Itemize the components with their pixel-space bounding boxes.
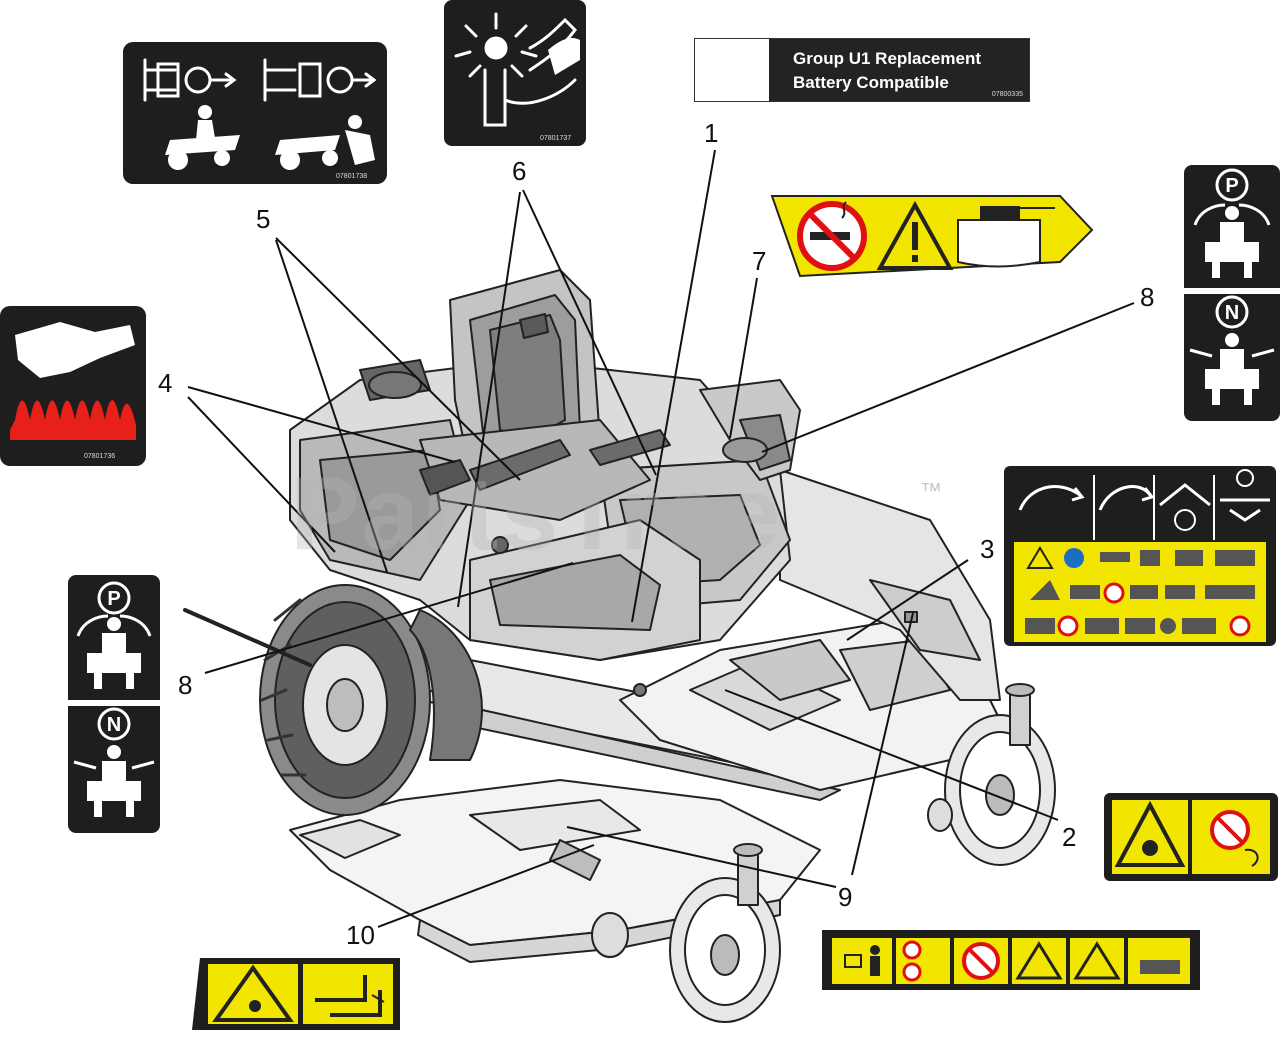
callout-7: 7 [752,246,766,276]
watermark-text: PartsTree [290,456,783,572]
battery-decal-line1: Group U1 Replacement [793,49,981,68]
hot-surface-decal-code: 07801736 [84,453,115,460]
callout-2: 2 [1062,822,1076,852]
battery-decal-code: 07800335 [991,91,1023,98]
hand-hazard-decal-code: 07801737 [540,135,571,142]
battery-decal-dark-panel [769,39,1029,101]
leader-lines [187,149,1135,928]
neutral-letter-left: N [107,714,121,736]
max-fill-icon [957,219,1041,268]
battery-warning-decal [770,195,1094,278]
callout-4: 4 [158,368,172,398]
mower-illustration [183,269,1056,1023]
deck-hazard-decal [192,958,400,1030]
neutral-letter: N [1225,302,1239,324]
hitch-decal-code: 07801738 [336,173,367,180]
blade-hazard-decal [1104,793,1278,881]
callout-6: 6 [512,156,526,186]
park-letter-left: P [107,588,120,610]
watermark-trademark: ™ [920,478,942,503]
callout-1: 1 [704,118,718,148]
safety-strip-decal [822,930,1200,990]
callout-8-right: 8 [1140,282,1154,312]
controls-safety-decal [1004,466,1276,646]
hitch-decal: 07801738 [123,42,387,184]
battery-decal-line2: Battery Compatible [793,73,949,92]
safety-pictogram-grid [1025,546,1255,637]
park-neutral-decal-left: P N [68,575,160,833]
park-letter: P [1225,175,1238,197]
callout-10: 10 [346,920,375,950]
callout-3: 3 [980,534,994,564]
callout-8-left: 8 [178,670,192,700]
callout-numbers: 1 2 3 4 5 6 7 8 8 9 10 [158,118,1154,950]
flame-icon [10,400,136,440]
battery-compatible-decal: Group U1 Replacement Battery Compatible … [694,38,1030,102]
park-neutral-decal-right: P N [1184,165,1280,421]
hand-icon [15,322,135,378]
hot-surface-decal: 07801736 [0,306,146,466]
callout-9: 9 [838,882,852,912]
callout-5: 5 [256,204,270,234]
hand-hazard-decal: 07801737 [444,0,586,146]
